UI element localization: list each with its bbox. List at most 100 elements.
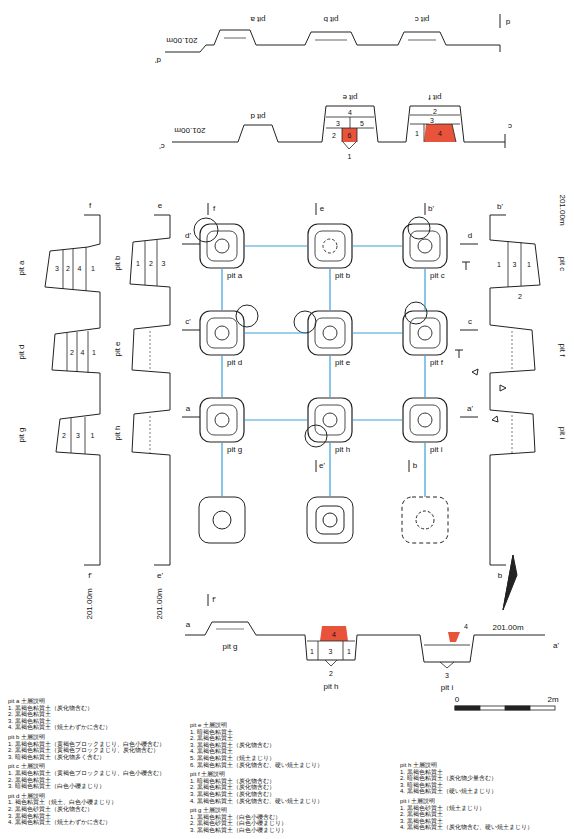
pit-label: pit b: [322, 15, 339, 23]
pit-node: pit f: [402, 310, 448, 356]
section-letter: a: [185, 405, 191, 413]
pit-outline: [307, 223, 353, 269]
layer-description: pit b 土層説明: [8, 734, 45, 741]
pit-outline: [402, 310, 448, 356]
layer-number: 3: [328, 648, 334, 655]
layer-number: 2: [432, 107, 438, 114]
layer-description: 2. 黒褐色砂質土（炭化物含む）: [8, 806, 93, 813]
pit-outline: [307, 310, 353, 356]
section-letter: f': [87, 572, 93, 580]
layer-description: 2. 暗褐色粘質土（炭化物少量含む）: [400, 775, 497, 782]
layer-number: 1: [346, 648, 352, 655]
layer-number: 1: [347, 153, 353, 160]
section-letter: a': [466, 405, 474, 413]
grid-line: [221, 356, 222, 397]
layer-number: 5: [359, 119, 365, 126]
layer-description: 3. 暗褐色粘質土（白色小礫まじり）: [8, 783, 105, 790]
pit-node: pit a: [199, 223, 245, 269]
layer-description: 4. 黒褐色粘質土（焼土わずかに含む）: [8, 819, 111, 826]
section-letter: f: [88, 202, 92, 210]
layer-number: 4: [347, 108, 353, 115]
pit-label: pit a: [18, 259, 26, 276]
layer-description: 2. 黒褐色粘質土: [8, 777, 51, 784]
layer-description: 4. 黒褐色粘質土（硬い焼土まじり）: [400, 788, 497, 795]
layer-description: 1. 暗褐色粘質土（炭化物含む）: [190, 778, 275, 785]
section-letter: e: [319, 205, 325, 213]
pit-label: pit h: [334, 446, 351, 454]
layer-number: 1: [90, 432, 96, 439]
layer-description: 1. 黒褐色粘質土（白色小礫含む）: [190, 814, 281, 821]
pit-label: pit i: [440, 684, 454, 692]
layer-number: 1: [135, 260, 141, 267]
layer-description: 4. 黒褐色粘質土（炭化物含む、硬い焼土まじり）: [400, 824, 533, 831]
layer-description: 3. 暗褐色粘質土（炭化物多く含む）: [8, 754, 105, 761]
pit-label: pit h: [322, 683, 339, 691]
pit-label: pit i: [558, 426, 566, 440]
layer-description: 3. 黒褐色粘質土（炭化物含む）: [190, 791, 275, 798]
layer-description: 1. 黒褐色粘質土: [400, 769, 443, 776]
layer-description: 4. 黒褐色粘質土: [190, 748, 233, 755]
layer-description: 3. 黒褐色粘質土: [8, 718, 51, 725]
layer-number: 1: [309, 648, 315, 655]
layer-number: 2: [69, 349, 75, 356]
pit-label: pit c: [429, 272, 446, 280]
section-letter: e': [156, 572, 164, 580]
pit-outline: [402, 223, 448, 269]
layer-number: 1: [91, 349, 97, 356]
layer-description: pit a 土層説明: [8, 698, 45, 705]
grid-line: [424, 356, 425, 397]
pit-label: pit d: [226, 359, 243, 367]
grid-line: [245, 332, 307, 333]
section-letter: f: [212, 205, 216, 213]
section-letter: b: [497, 572, 503, 580]
layer-description: 2. 黒褐色粘質土: [8, 711, 51, 718]
layer-number: 4: [80, 349, 86, 356]
section-letter: f': [211, 596, 217, 604]
layer-number: 3: [54, 265, 60, 272]
pit-node: pit b: [307, 223, 353, 269]
layer-description: 1. 暗褐色粘質土: [190, 729, 233, 736]
layer-description: pit i 土層説明: [400, 798, 435, 805]
layer-number: 4: [331, 630, 337, 637]
layer-description: 5. 黒褐色粘質土（焼土まじり）: [190, 755, 275, 762]
layer-description: 2. 黒褐色砂質土（白色小礫まじり）: [190, 820, 287, 827]
layer-description: 6. 黒褐色粘質土（炭化物含む、硬い焼土まじり）: [190, 762, 323, 769]
section-letter: b': [427, 205, 435, 213]
pit-label: pit f: [428, 93, 443, 101]
layer-description: pit d 土層説明: [8, 793, 45, 800]
section-letter: d: [467, 232, 473, 240]
grid-line: [245, 245, 307, 246]
pit-outline: [199, 397, 245, 443]
pit-label: pit f: [558, 343, 566, 358]
pit-label: pit g: [18, 426, 26, 443]
pit-label: pit h: [114, 424, 122, 441]
scale-label: 2m: [546, 696, 559, 704]
layer-number: 3: [75, 432, 81, 439]
pit-label: pit g: [226, 446, 243, 454]
grid-line: [353, 419, 402, 420]
layer-description: pit c 土層説明: [8, 763, 45, 770]
pit-label: pit f: [429, 359, 444, 367]
layer-number: 1: [496, 261, 502, 268]
section-letter: d: [505, 18, 511, 26]
section-letter: c': [158, 142, 166, 150]
layer-number: 2: [331, 132, 337, 139]
grid-line: [353, 245, 402, 246]
layer-description: 2. 黒褐色粘質土: [400, 811, 443, 818]
pit-label: pit b: [334, 272, 351, 280]
grid-line: [353, 332, 402, 333]
section-letter: d': [154, 56, 162, 64]
pit-label: pit g: [221, 643, 238, 651]
elevation-label: 201.00m: [165, 36, 198, 44]
layer-description: 1. 黒褐色粘質土（炭化物含む）: [8, 705, 93, 712]
layer-description: 3. 黒褐色粘質土: [400, 818, 443, 825]
layer-number: 6: [347, 132, 353, 139]
pit-outline: [307, 397, 353, 443]
layer-description: 1. 褐色粘質土（焼土、白色小礫まじり）: [8, 799, 117, 806]
layer-description: 2. 黒褐色粘質土（黄褐色ブロックまじり、炭化物含む）: [8, 747, 159, 754]
section-letter: d': [184, 232, 192, 240]
layer-description: 3. 黒褐色粘質土（炭化物含む）: [190, 742, 275, 749]
